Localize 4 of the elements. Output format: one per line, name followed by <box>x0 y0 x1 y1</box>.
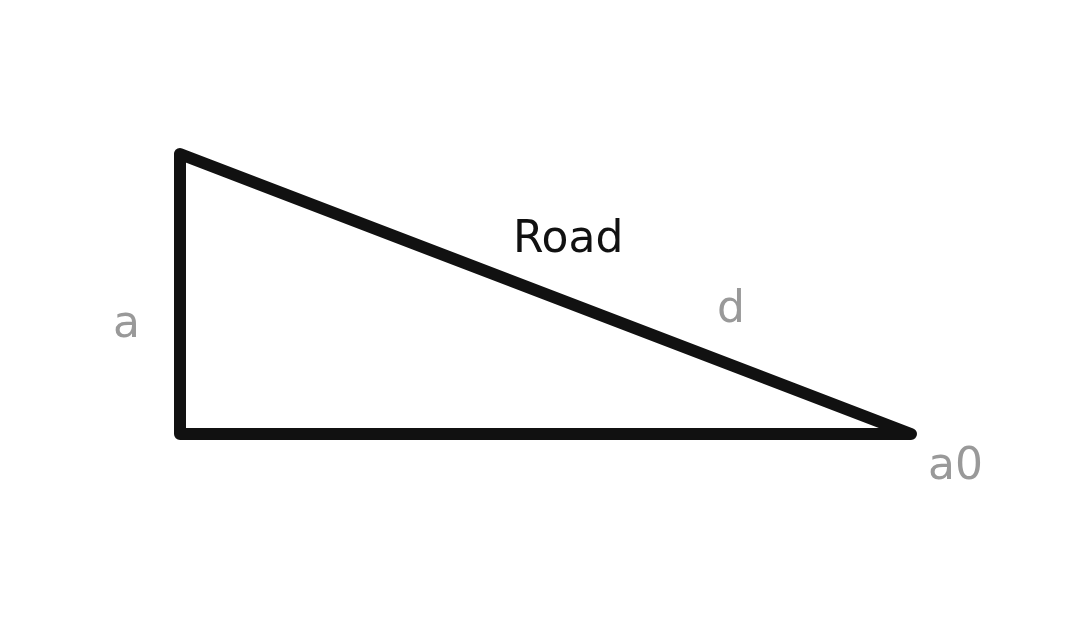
road-label: Road <box>513 215 624 259</box>
side-label: a <box>113 300 140 344</box>
side-label: d <box>717 285 745 329</box>
vertex-label: a0 <box>928 442 983 486</box>
